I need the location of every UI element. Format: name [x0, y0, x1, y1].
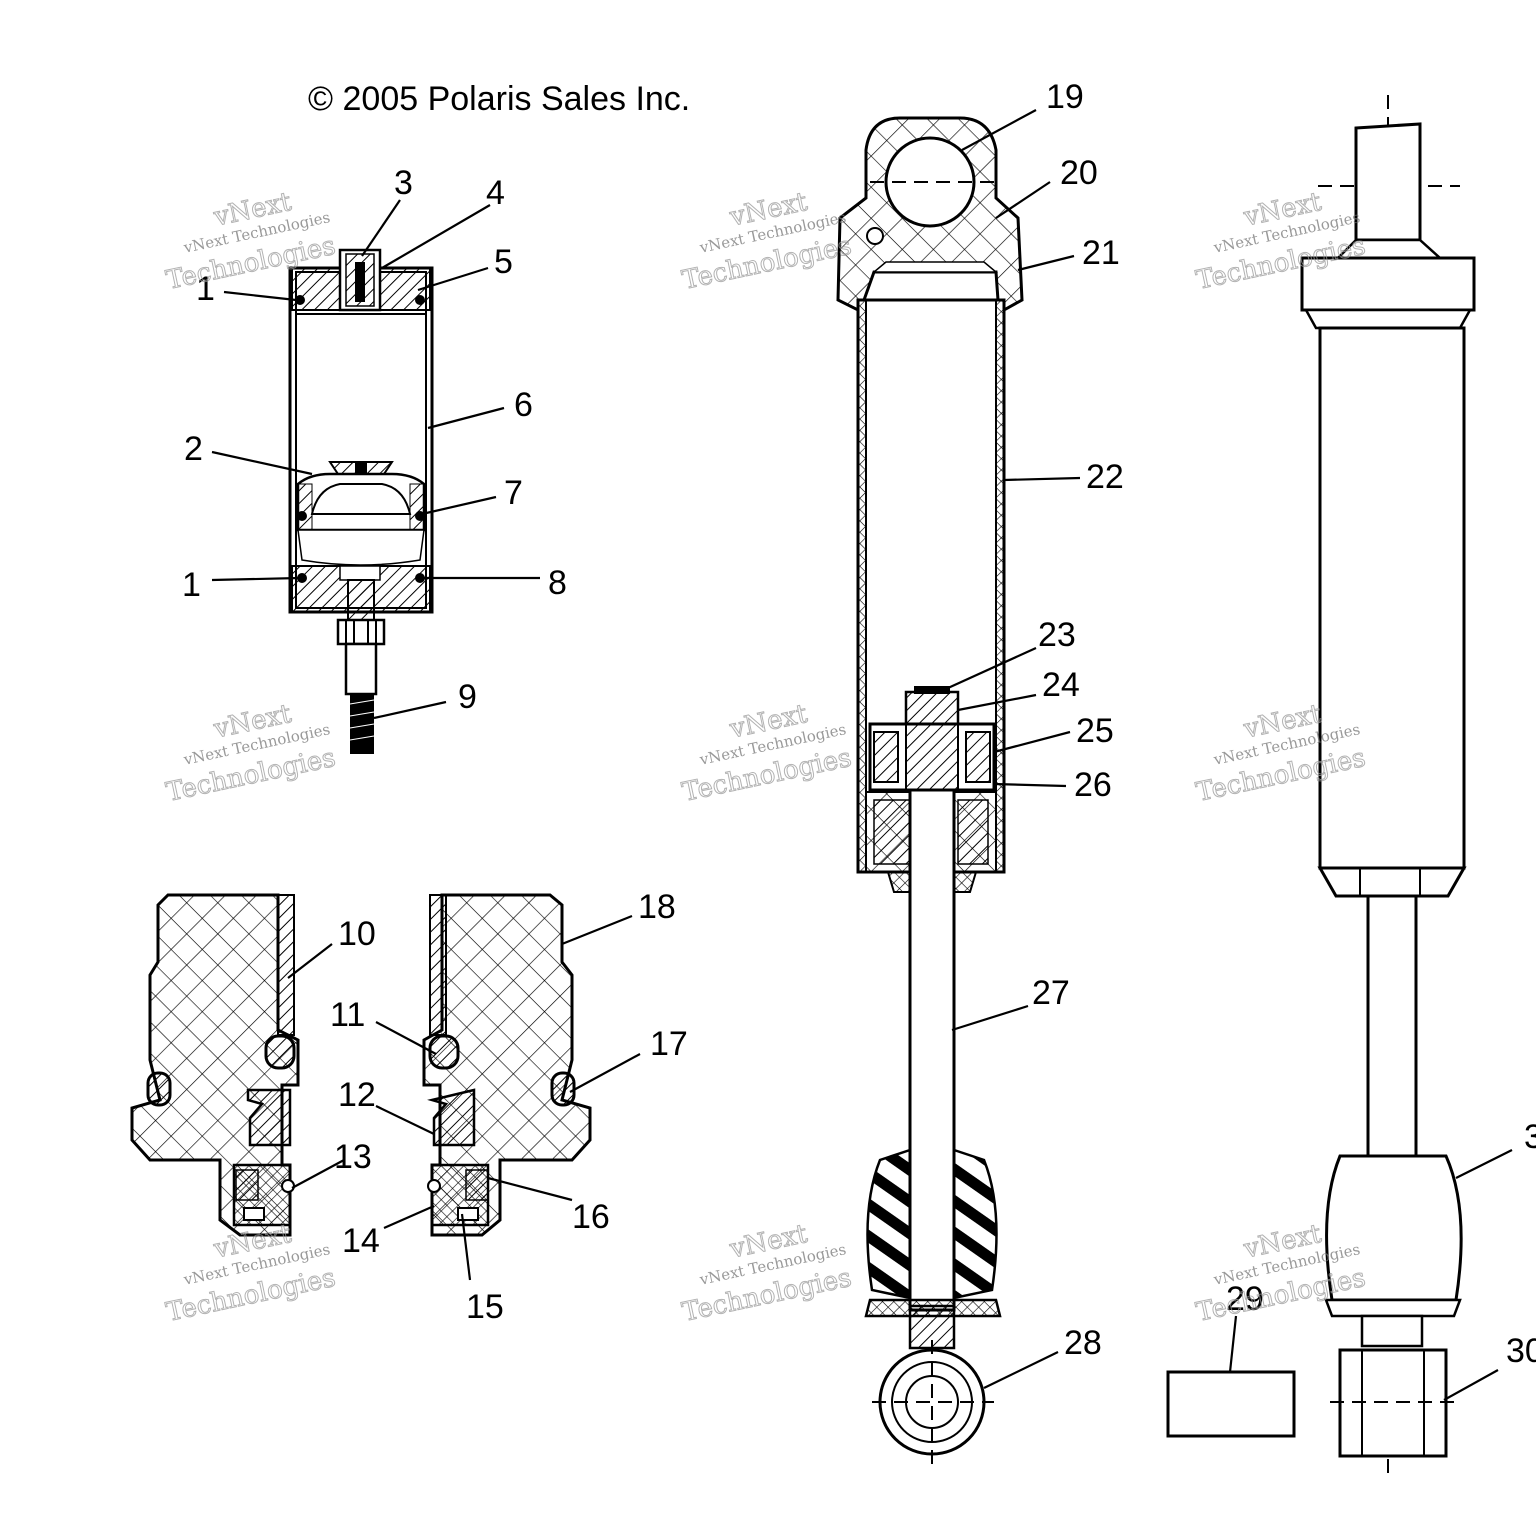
callout-22: 22	[1086, 458, 1124, 496]
callout-18: 18	[638, 888, 676, 926]
callout-11: 11	[330, 996, 365, 1034]
callout-1-top: 1	[196, 270, 215, 308]
callout-29: 29	[1226, 1280, 1264, 1318]
callout-labels: 1 2 3 4 5 6 7 1 8 9 10 11 12 13 14 15 16…	[182, 78, 1536, 1370]
callout-5: 5	[494, 243, 513, 281]
callout-10: 10	[338, 915, 376, 953]
callout-27: 27	[1032, 974, 1070, 1012]
callout-28: 28	[1064, 1324, 1102, 1362]
callout-12: 12	[338, 1076, 376, 1114]
callout-21: 21	[1082, 234, 1120, 272]
callout-16: 16	[572, 1198, 610, 1236]
callout-4: 4	[486, 174, 505, 212]
seal-head-detail	[130, 893, 592, 1237]
callout-1-bottom: 1	[182, 566, 201, 604]
callout-30: 30	[1506, 1332, 1536, 1370]
callout-26: 26	[1074, 766, 1112, 804]
callout-6: 6	[514, 386, 533, 424]
callout-7: 7	[504, 474, 523, 512]
callout-15: 15	[466, 1288, 504, 1326]
reservoir-assembly	[288, 248, 434, 754]
callout-17: 17	[650, 1025, 688, 1063]
callout-20: 20	[1060, 154, 1098, 192]
shock-cross-section	[836, 116, 1024, 1470]
callout-13: 13	[334, 1138, 372, 1176]
leader-lines	[211, 109, 1513, 1401]
callout-19: 19	[1046, 78, 1084, 116]
callout-31-partial: 3	[1524, 1118, 1536, 1156]
callout-9: 9	[458, 678, 477, 716]
copyright-text: © 2005 Polaris Sales Inc.	[308, 80, 690, 118]
callout-2: 2	[184, 430, 203, 468]
callout-25: 25	[1076, 712, 1114, 750]
callout-14: 14	[342, 1222, 380, 1260]
callout-23: 23	[1038, 616, 1076, 654]
callout-24: 24	[1042, 666, 1080, 704]
callout-8: 8	[548, 564, 567, 602]
callout-3: 3	[394, 164, 413, 202]
shock-side-view	[1166, 95, 1476, 1480]
